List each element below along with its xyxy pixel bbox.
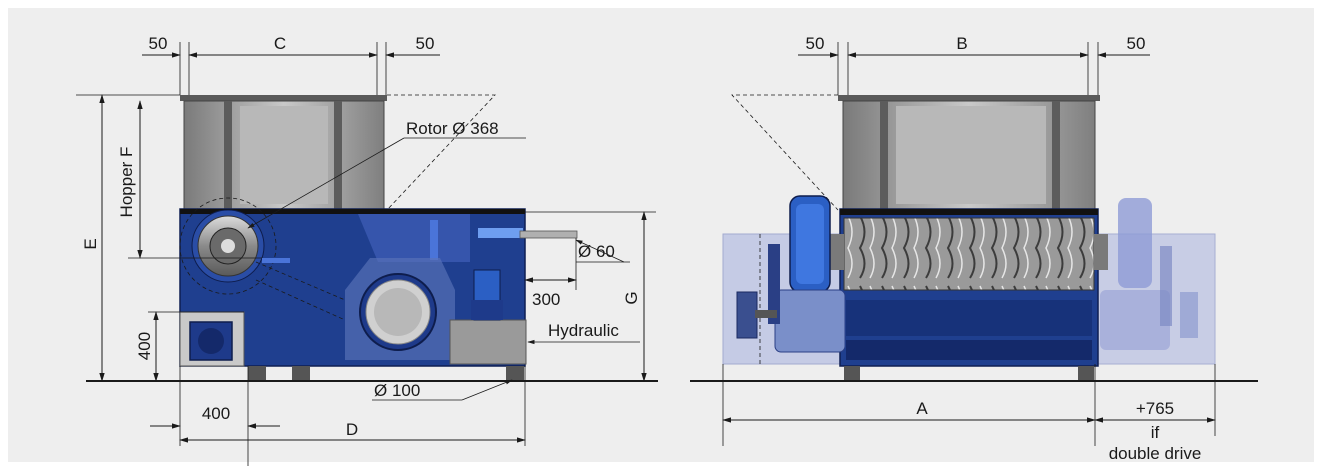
side-view: C 50 50 E Hopper F Rotor Ø 368 G Ø 60 30…: [76, 34, 658, 466]
front-lower-panel: [846, 300, 1092, 336]
side-cylinder-rod: [430, 220, 438, 260]
side-label-g: G: [622, 291, 641, 304]
front-label-extra: +765: [1136, 399, 1174, 418]
side-label-c: C: [274, 34, 286, 53]
side-rotor-swing-circle: [179, 197, 277, 295]
front-ghost-belt: [1160, 246, 1172, 326]
front-ghost-gearbox: [1118, 198, 1152, 288]
side-internal-line-1: [255, 261, 346, 301]
side-foot-1: [248, 366, 266, 380]
side-label-foot: Ø 100: [374, 381, 420, 400]
front-label-extra-note-1: if: [1151, 423, 1160, 442]
side-hopper-extension: [386, 94, 496, 211]
side-motor-grill: [374, 288, 422, 336]
side-hopper-panel: [240, 106, 328, 204]
front-body-top-plate: [840, 209, 1098, 215]
side-shaft: [519, 230, 578, 239]
front-hopper-post-left: [880, 101, 888, 209]
front-motor: [774, 289, 846, 353]
front-hopper-panel: [896, 106, 1046, 204]
side-discharge-port: [198, 328, 224, 354]
side-shaft-leader: [575, 239, 625, 263]
side-foot-3: [506, 366, 524, 380]
front-hopper-post-right: [1052, 101, 1060, 209]
front-foot-1: [844, 366, 860, 380]
side-hopper-rim: [180, 95, 387, 101]
side-ram: [478, 228, 523, 238]
side-label-rotor: Rotor Ø 368: [406, 119, 499, 138]
side-hopper-post-right: [334, 101, 342, 210]
side-label-400-v: 400: [135, 332, 154, 360]
side-screen-bar: [262, 258, 290, 263]
side-label-50-left: 50: [149, 34, 168, 53]
side-label-shaft: Ø 60: [578, 242, 615, 261]
front-rotor-shaft-right: [1094, 234, 1108, 270]
side-foot-leader: [461, 379, 513, 401]
front-view: B 50 50 A +765 if double drive: [690, 34, 1258, 463]
front-hopper-rim: [838, 95, 1100, 101]
side-chute: [358, 214, 470, 262]
front-pulley: [736, 291, 758, 339]
front-belt: [768, 244, 780, 324]
front-hopper-extension: [731, 94, 839, 211]
side-label-d: D: [346, 420, 358, 439]
side-body-top-plate: [180, 209, 525, 214]
side-internal-line-2: [255, 279, 346, 321]
side-rotor-center: [221, 239, 235, 253]
side-label-300: 300: [532, 290, 560, 309]
side-label-e: E: [81, 238, 100, 249]
front-rotor-shaft-left: [830, 234, 844, 270]
side-hydraulic-tank: [449, 319, 527, 365]
front-label-extra-note-2: double drive: [1109, 444, 1202, 463]
front-ghost-pulley: [1180, 292, 1198, 338]
side-foot-2: [292, 366, 310, 380]
side-hopper-post-left: [224, 101, 232, 210]
front-ghost-motor: [1100, 290, 1170, 350]
front-pulley-shaft: [755, 310, 777, 318]
side-label-hydraulic: Hydraulic: [548, 321, 619, 340]
side-label-hopper: Hopper F: [117, 147, 136, 218]
front-foot-2: [1078, 366, 1094, 380]
front-label-b: B: [956, 34, 967, 53]
side-rotor-leader: [247, 137, 405, 229]
front-gearbox-face: [796, 204, 824, 284]
front-base-panel: [846, 340, 1092, 360]
side-label-400-h: 400: [202, 404, 230, 423]
front-label-a: A: [916, 399, 928, 418]
front-rotor-teeth: [843, 217, 1095, 291]
front-label-50-left: 50: [806, 34, 825, 53]
side-label-50-right: 50: [416, 34, 435, 53]
side-pump-base: [471, 300, 503, 320]
front-label-50-right: 50: [1127, 34, 1146, 53]
